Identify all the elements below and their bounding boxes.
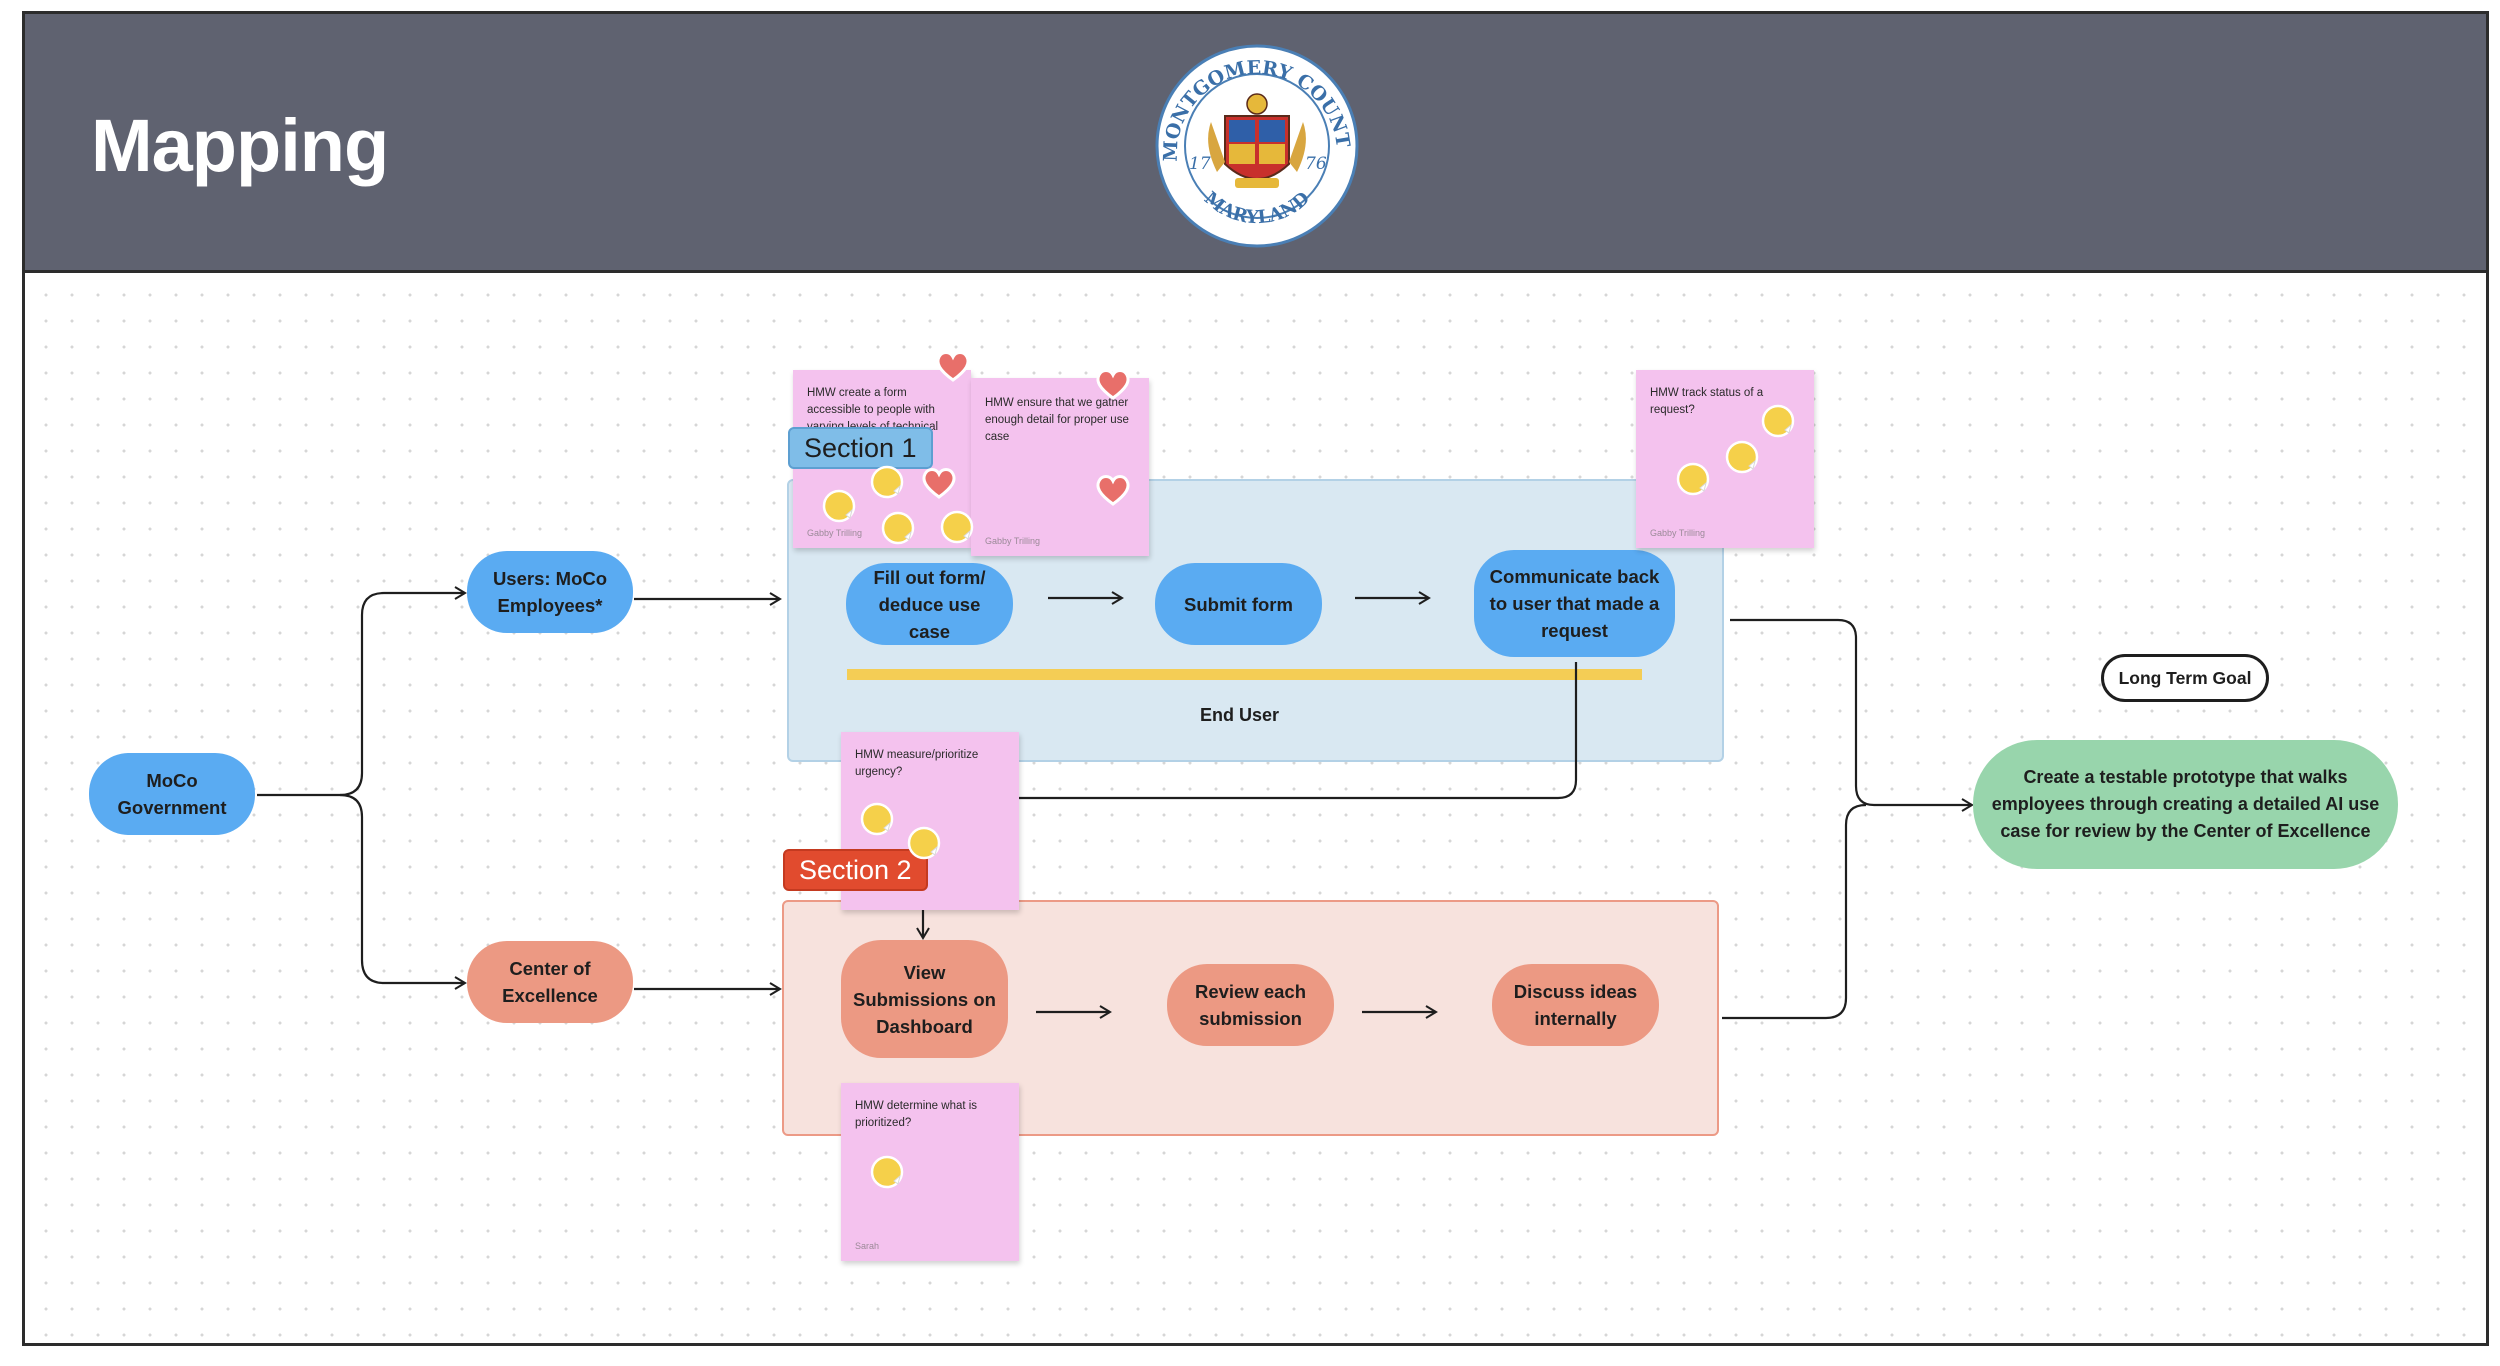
yellow-sticker-icon [1761,404,1795,438]
communicate-back-node[interactable]: Communicate back to user that made a req… [1474,550,1675,657]
moco-government-node[interactable]: MoCo Government [89,753,255,835]
view-submissions-node[interactable]: View Submissions on Dashboard [841,940,1008,1058]
submit-form-node[interactable]: Submit form [1155,563,1322,645]
section-2-label[interactable]: Section 2 [783,849,928,891]
page-title: Mapping [91,104,389,187]
yellow-sticker-icon [881,511,915,545]
discuss-ideas-node[interactable]: Discuss ideas internally [1492,964,1659,1046]
yellow-sticker-icon [860,802,894,836]
long-term-goal-label[interactable]: Long Term Goal [2101,654,2269,702]
section-1-label[interactable]: Section 1 [788,427,933,469]
sticky-note-text: HMW track status of a request? [1650,387,1764,416]
seal-year-right: 76 [1305,154,1327,174]
sticky-note[interactable]: HMW determine what is prioritized? Sarah [841,1083,1019,1261]
heart-sticker-icon [936,351,970,382]
users-node[interactable]: Users: MoCo Employees* [467,551,633,633]
heart-sticker-icon [922,468,956,499]
heart-sticker-icon [1096,475,1130,506]
end-user-bar [847,669,1642,680]
goal-node[interactable]: Create a testable prototype that walks e… [1973,740,2398,869]
sticky-note-text: HMW determine what is prioritized? [855,1100,978,1129]
heart-sticker-icon [1096,369,1130,400]
sticky-note-text: HMW ensure that we gather enough detail … [985,397,1129,443]
sticky-note-text: HMW measure/prioritize urgency? [855,749,979,778]
yellow-sticker-icon [870,465,904,499]
seal-year-left: 17 [1189,154,1211,174]
sticky-note-author: Gabby Trilling [807,528,863,538]
sticky-note[interactable]: HMW track status of a request? Gabby Tri… [1636,370,1814,548]
yellow-sticker-icon [907,826,941,860]
sticky-note-author: Gabby Trilling [1650,528,1706,538]
yellow-sticker-icon [1676,462,1710,496]
yellow-sticker-icon [870,1155,904,1189]
review-submission-node[interactable]: Review each submission [1167,964,1334,1046]
yellow-sticker-icon [822,489,856,523]
sticky-note[interactable]: HMW ensure that we gather enough detail … [971,378,1149,556]
center-of-excellence-node[interactable]: Center of Excellence [467,941,633,1023]
yellow-sticker-icon [1725,440,1759,474]
fill-out-form-node[interactable]: Fill out form/ deduce use case [846,563,1013,645]
sticky-note-author: Sarah [855,1241,880,1251]
yellow-sticker-icon [940,510,974,544]
sticky-note-author: Gabby Trilling [985,536,1041,546]
end-user-label: End User [1200,705,1280,725]
county-seal-icon: MONTGOMERY COUNTY MARYLAND 17 76 [1155,44,1359,248]
